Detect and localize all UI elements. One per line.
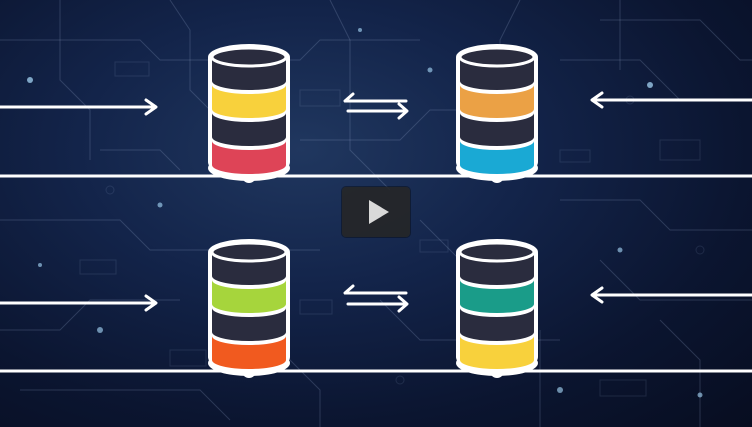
db-band: [212, 113, 286, 146]
db-band: [212, 141, 286, 174]
db-band: [212, 336, 286, 369]
db-band: [212, 308, 286, 341]
db-band: [460, 141, 534, 174]
db-band: [212, 280, 286, 313]
arrow-left-top-right: [590, 91, 752, 109]
db-band: [460, 85, 534, 118]
database-top-right-icon: [456, 44, 538, 181]
database-bottom-right-icon: [456, 239, 538, 376]
db-band: [460, 308, 534, 341]
db-top-cap: [210, 241, 288, 263]
db-top-cap: [458, 46, 536, 68]
db-band: [460, 113, 534, 146]
play-button[interactable]: [342, 187, 410, 237]
arrow-left-bottom-right: [590, 286, 752, 304]
db-band: [212, 85, 286, 118]
database-top-left-icon: [208, 44, 290, 181]
db-top-cap: [458, 241, 536, 263]
db-band: [460, 280, 534, 313]
db-band: [460, 336, 534, 369]
arrow-right-top-left: [0, 98, 158, 116]
sync-arrows-bottom: [343, 284, 409, 313]
play-icon: [368, 200, 389, 224]
arrow-right-bottom-left: [0, 294, 158, 312]
sync-arrows-top: [343, 92, 409, 120]
database-bottom-left-icon: [208, 239, 290, 376]
db-top-cap: [210, 46, 288, 68]
